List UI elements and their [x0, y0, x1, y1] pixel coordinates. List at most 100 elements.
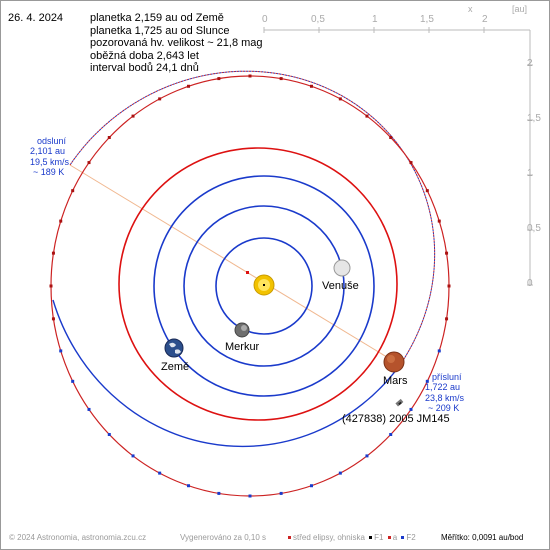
aphelion-distance: 2,101 au [30, 146, 66, 156]
scale-label: Měřítko: 0,0091 au/bod [441, 533, 524, 542]
asteroid-position-dot [445, 251, 449, 255]
x-axis-label: x [468, 4, 473, 14]
footer-scale: Měřítko: 0,0091 au/bod [441, 533, 523, 542]
venus-orbit [183, 205, 345, 367]
perihelion-distance: 1,722 au [425, 382, 461, 392]
asteroid-position-dot [437, 219, 441, 223]
legend-a: a [392, 533, 398, 542]
mercury-highlight [241, 325, 247, 331]
mars-icon [383, 351, 405, 373]
legend-f1: F1 [374, 533, 384, 542]
sun-focus-marker [263, 284, 265, 286]
footer-copyright: © 2024 Astronomia, astronomia.zcu.cz [9, 533, 147, 542]
info-magnitude: pozorovaná hv. velikost ~ 21,8 mag [90, 37, 263, 49]
info-interval: interval bodů 24,1 dnů [90, 62, 199, 74]
asteroid-position-dot [445, 317, 449, 321]
center-marker-icon [288, 536, 291, 540]
y-tick-label: 1 [527, 168, 533, 179]
asteroid-position-dot [187, 484, 191, 488]
y-tick-label: 0,5 [527, 223, 541, 234]
info-distance-sun: planetka 1,725 au od Slunce [90, 25, 230, 37]
asteroid-position-dot [158, 97, 162, 101]
asteroid-position-dot [59, 219, 63, 223]
asteroid-position-dot [107, 136, 111, 140]
asteroid-icon [395, 398, 404, 407]
info-period: oběžná doba 2,643 let [90, 50, 199, 62]
y-tick-label: 2 [527, 58, 533, 69]
asteroid-position-dot [187, 84, 191, 88]
asteroid-position-dot [309, 484, 313, 488]
footer-generated: Vygenerováno za 0,10 s [180, 533, 266, 542]
asteroid-orbit-blue-arc [52, 299, 401, 448]
venus-label: Venuše [322, 280, 359, 292]
mercury-orbit [215, 237, 313, 335]
asteroid-position-dot [248, 494, 252, 498]
asteroid-position-dot [51, 317, 55, 321]
asteroid-position-dot [389, 432, 393, 436]
asteroid-position-dot [49, 284, 53, 288]
asteroid-position-dot [447, 284, 451, 288]
mars-orbit [118, 147, 398, 421]
date-label: 26. 4. 2024 [8, 12, 64, 24]
asteroid-position-dot [158, 471, 162, 475]
asteroid-position-dot [131, 114, 135, 118]
asteroid-position-dot [217, 77, 221, 81]
asteroid-position-dot [389, 136, 393, 140]
asteroid-position-dot [51, 251, 55, 255]
x-tick-label: 1 [372, 14, 378, 25]
x-tick-label: 0,5 [311, 14, 325, 25]
venus-icon [333, 259, 351, 277]
asteroid-position-dot [131, 454, 135, 458]
asteroid-position-dot [248, 74, 252, 78]
focus2-marker-icon [401, 536, 405, 540]
asteroid-position-dot [279, 491, 283, 495]
asteroid-position-dot [87, 161, 91, 165]
asteroid-position-dot [71, 379, 75, 383]
legend-center-text: střed elipsy, ohniska [293, 533, 365, 542]
asteroid-position-dot [279, 77, 283, 81]
asteroid-position-dot [365, 454, 369, 458]
x-tick-label: 1,5 [420, 14, 434, 25]
aphelion-speed: 19,5 km/s [30, 157, 70, 167]
asteroid-position-dot [365, 114, 369, 118]
aphelion-title: odsluní [37, 136, 67, 146]
asteroid-position-dot [217, 491, 221, 495]
asteroid-position-dot [59, 349, 63, 353]
apsis-line [69, 164, 401, 366]
y-tick-label: 1,5 [527, 113, 541, 124]
x-tick-label: 0 [262, 14, 268, 25]
asteroid-orbit-south [69, 70, 436, 366]
asteroid-position-dot [409, 407, 413, 411]
asteroid-position-dot [425, 189, 429, 193]
earth-orbit [153, 175, 375, 397]
info-distance-earth: planetka 2,159 au od Země [90, 12, 224, 24]
asteroid-position-dot [338, 471, 342, 475]
asteroid-position-dot [71, 189, 75, 193]
earth-clouds [169, 342, 181, 354]
asteroid-position-dot [87, 407, 91, 411]
asteroid-position-dot [409, 161, 413, 165]
ellipse-center-marker [246, 271, 249, 274]
aphelion-temperature: ~ 189 K [33, 167, 65, 177]
perihelion-temperature: ~ 209 K [428, 403, 460, 413]
legend-f2: F2 [406, 533, 416, 542]
semi-axis-marker-icon [387, 536, 391, 540]
x-axis-ticks [263, 27, 485, 33]
asteroid-label: (427838) 2005 JM145 [342, 413, 450, 425]
mercury-label: Merkur [225, 341, 260, 353]
perihelion-title: přísluní [432, 372, 462, 382]
mars-highlight [387, 355, 395, 363]
asteroid-position-dot [425, 379, 429, 383]
asteroid-position-dot [437, 349, 441, 353]
y-axis-ticks [527, 64, 533, 286]
mars-label: Mars [383, 375, 408, 387]
asteroid-position-dot [107, 432, 111, 436]
asteroid-position-markers [49, 74, 451, 498]
asteroid-position-dot [309, 84, 313, 88]
unit-label: [au] [512, 4, 528, 14]
asteroid-position-dot [338, 97, 342, 101]
footer-legend: střed elipsy, ohniska F1 a F2 [286, 533, 416, 542]
